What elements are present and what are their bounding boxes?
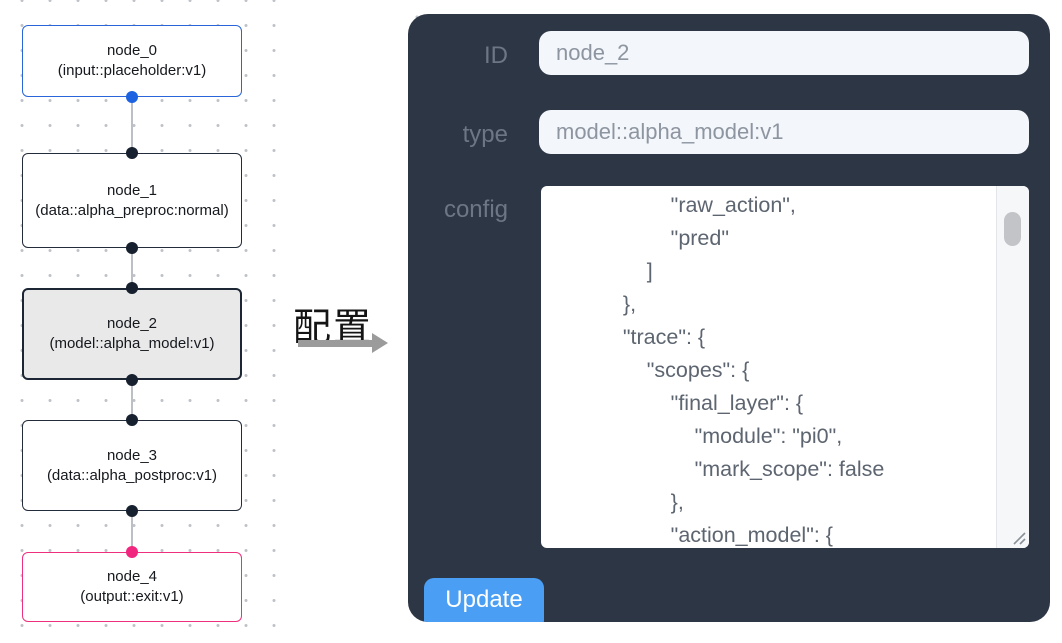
edge-node1-node2 [131,248,133,290]
id-field-label: ID [484,42,508,69]
port-node0-out[interactable] [126,91,138,103]
node-title: node_2 [106,315,158,332]
flow-node-node_1[interactable]: node_1 (data::alpha_preproc:normal) [22,153,242,248]
type-field-label: type [462,121,508,148]
config-field-label: config [443,196,508,223]
config-scrollbar-thumb[interactable] [1004,212,1021,246]
node-type-label: (output::exit:v1) [80,588,184,605]
flow-node-node_0[interactable]: node_0 (input::placeholder:v1) [22,25,242,97]
port-node2-in[interactable] [126,282,138,294]
node-type-label: (input::placeholder:v1) [57,62,207,79]
config-scrollbar-track[interactable] [996,186,1029,548]
node-title: node_1 [106,181,158,199]
resize-handle-icon[interactable] [1011,530,1026,545]
edge-node0-node1 [131,97,133,155]
port-node3-in[interactable] [126,414,138,426]
right-arrow-icon [298,340,374,347]
port-node3-out[interactable] [126,505,138,517]
port-node1-in[interactable] [126,147,138,159]
flow-canvas[interactable]: node_0 (input::placeholder:v1) node_1 (d… [0,0,280,643]
node-type-label: (model::alpha_model:v1) [49,335,215,352]
edge-node2-node3 [131,380,133,422]
config-json-text: "raw_action", "pred" ] }, "trace": { "sc… [622,193,885,547]
id-input[interactable] [539,31,1029,75]
port-node4-in[interactable] [126,546,138,558]
node-title: node_3 [106,446,158,464]
type-input[interactable] [539,110,1029,154]
port-node1-out[interactable] [126,242,138,254]
config-textarea[interactable]: "raw_action", "pred" ] }, "trace": { "sc… [541,186,1029,548]
flow-node-node_3[interactable]: node_3 (data::alpha_postproc:v1) [22,420,242,511]
right-arrow-head-icon [372,333,388,353]
flow-node-node_4[interactable]: node_4 (output::exit:v1) [22,552,242,622]
inspector-panel: ID type config "raw_action", "pred" ] },… [408,14,1050,622]
node-type-label: (data::alpha_postproc:v1) [46,466,218,484]
node-type-label: (data::alpha_preproc:normal) [35,201,229,219]
flow-node-node_2[interactable]: node_2 (model::alpha_model:v1) [22,288,242,380]
inspector-canvas: ID type config "raw_action", "pred" ] },… [393,0,1056,631]
port-node2-out[interactable] [126,374,138,386]
node-title: node_4 [106,568,158,585]
update-button[interactable]: Update [424,578,544,622]
edge-node3-node4 [131,511,133,554]
node-title: node_0 [106,42,158,59]
